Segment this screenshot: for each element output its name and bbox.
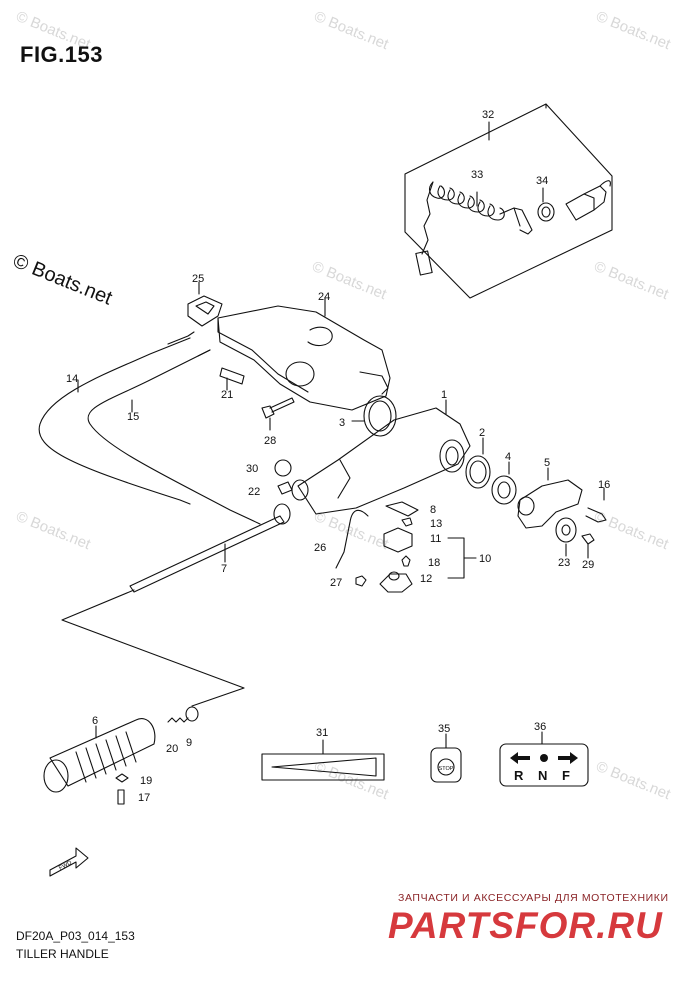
callout-16: 16: [598, 479, 610, 491]
lanyard-cord-33: [415, 181, 533, 276]
screw-29: [581, 533, 595, 559]
kit-box-32: [404, 103, 613, 299]
clip-22: [277, 481, 293, 495]
screw-17: [117, 789, 125, 805]
bolt-28: [261, 397, 295, 431]
washer-2: [465, 437, 491, 489]
plate-23: [555, 517, 577, 557]
screw-18: [401, 555, 411, 567]
callout-27: 27: [330, 577, 342, 589]
stop-decal-35: [430, 733, 462, 783]
shift-label-f: F: [562, 768, 570, 783]
callout-9: 9: [186, 737, 192, 749]
callout-25: 25: [192, 273, 204, 285]
callout-24: 24: [318, 291, 330, 303]
stop-switch-34: [537, 180, 611, 222]
throttle-cable-14: [38, 331, 195, 505]
bushing-3: [351, 395, 397, 437]
friction-piece-5: [517, 467, 583, 529]
fwd-arrow-icon: [49, 847, 89, 877]
shift-arrows-icon: [510, 752, 578, 764]
shift-label-r: R: [514, 768, 524, 783]
leader-lines: [61, 589, 245, 707]
callout-20: 20: [166, 743, 178, 755]
shop-tagline: ЗАПЧАСТИ И АКСЕССУАРЫ ДЛЯ МОТОТЕХНИКИ: [398, 892, 669, 904]
bracket-8: [385, 501, 419, 517]
rod-26: [335, 509, 369, 569]
cap-30: [274, 459, 292, 477]
callout-11: 11: [430, 533, 441, 545]
bracket-24: [217, 297, 391, 411]
callout-34: 34: [536, 175, 548, 187]
callout-26: 26: [314, 542, 326, 554]
screw-27: [355, 575, 367, 587]
figure-title: FIG.153: [20, 42, 103, 67]
screw-13: [401, 517, 413, 527]
decal-31: [261, 739, 385, 781]
callout-31: 31: [316, 727, 328, 739]
ring-4: [491, 461, 517, 505]
callout-10: 10: [479, 553, 491, 565]
callout-5: 5: [544, 457, 550, 469]
callout-labels: 1 2 3 4 5 6 7 8 9 10 11 12 13 14 15 16 1…: [66, 109, 610, 804]
bolt-16: [585, 487, 607, 523]
callout-21: 21: [221, 389, 233, 401]
stop-text: STOP: [439, 766, 454, 772]
shift-label-n: N: [538, 768, 547, 783]
pin-21: [219, 367, 245, 391]
callout-28: 28: [264, 435, 276, 447]
callout-6: 6: [92, 715, 98, 727]
callout-23: 23: [558, 557, 570, 569]
callout-19: 19: [140, 775, 152, 787]
throttle-grip-6: [43, 718, 156, 793]
callout-29: 29: [582, 559, 594, 571]
clip-25: [187, 281, 223, 327]
callout-3: 3: [339, 417, 345, 429]
knob-9: [185, 706, 199, 722]
callout-12: 12: [420, 573, 432, 585]
callout-36: 36: [534, 721, 546, 733]
switch-11: [383, 527, 413, 553]
model-code: DF20A_P03_014_153: [16, 929, 135, 943]
callout-14: 14: [66, 373, 78, 385]
washer-19: [115, 773, 129, 783]
callout-17: 17: [138, 792, 150, 804]
shop-logo: PARTSFOR.RU: [388, 905, 663, 946]
shift-decal-36: [499, 731, 589, 787]
callout-18: 18: [428, 557, 440, 569]
spring-20: [167, 717, 189, 723]
callout-32: 32: [482, 109, 494, 121]
callout-1: 1: [441, 389, 447, 401]
figure-caption: TILLER HANDLE: [16, 947, 109, 961]
callout-15: 15: [127, 411, 139, 423]
callout-4: 4: [505, 451, 511, 463]
callout-35: 35: [438, 723, 450, 735]
throttle-cable-15: [87, 349, 261, 525]
callout-33: 33: [471, 169, 483, 181]
callout-7: 7: [221, 563, 227, 575]
callout-22: 22: [248, 486, 260, 498]
bracket-line-10: [447, 537, 477, 579]
throttle-shaft-7: [129, 503, 291, 593]
callout-8: 8: [430, 504, 436, 516]
callout-2: 2: [479, 427, 485, 439]
tiller-handle-1: [291, 399, 471, 515]
callout-30: 30: [246, 463, 258, 475]
callout-13: 13: [430, 518, 442, 530]
switch-12: [379, 571, 413, 593]
